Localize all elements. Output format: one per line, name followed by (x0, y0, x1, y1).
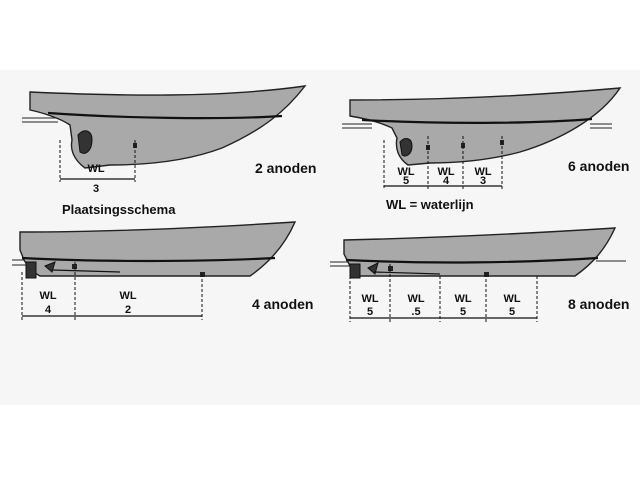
segment-fraction: 5 (366, 306, 374, 318)
waterline-label: WL (437, 166, 455, 178)
propeller (77, 130, 93, 154)
anode (461, 143, 465, 148)
waterline-label: WL (87, 163, 105, 175)
segment-fraction: 2 (124, 304, 132, 316)
waterline-label: WL (474, 166, 492, 178)
waterline-label: WL (119, 290, 137, 302)
segment-fraction: 4 (442, 175, 450, 187)
segment-fraction: 3 (479, 175, 487, 187)
hull (19, 221, 297, 277)
propeller (367, 262, 379, 275)
segment-fraction: 3 (92, 183, 100, 195)
boat-diagram-2-anodes (22, 85, 307, 182)
segment-fraction: 5 (459, 306, 467, 318)
segment-fraction: 4 (44, 304, 52, 316)
boot-stripe (361, 117, 593, 124)
waterline-label: WL (397, 166, 415, 178)
boat-diagram-6-anodes (342, 87, 622, 190)
waterline-label: WL (454, 293, 472, 305)
boot-stripe (47, 111, 283, 120)
waterline-label: WL (39, 290, 57, 302)
waterline-label: WL (407, 293, 425, 305)
segment-fraction: .5 (411, 306, 421, 318)
rudder (25, 261, 37, 279)
anode-count-label: 2 anoden (255, 160, 317, 176)
segment-fraction: 5 (402, 175, 410, 187)
anode-count-label: 6 anoden (568, 158, 630, 174)
prop-shaft (51, 269, 121, 273)
anode (388, 266, 393, 271)
boot-stripe (345, 256, 599, 264)
prop-shaft (373, 271, 441, 275)
anode-count-label: 4 anoden (252, 296, 314, 312)
boat-diagram-4-anodes (12, 221, 297, 320)
hull (29, 85, 307, 169)
boot-stripe (21, 256, 276, 263)
caption-waterline-legend: WL = waterlijn (386, 197, 474, 212)
hull (343, 227, 617, 277)
boat-diagram-8-anodes (330, 227, 626, 322)
segment-fraction: 5 (508, 306, 516, 318)
waterline-label: WL (361, 293, 379, 305)
hull (349, 87, 622, 166)
anode (72, 264, 77, 269)
waterline-label: WL (503, 293, 521, 305)
propeller (399, 138, 413, 157)
rudder (349, 263, 361, 279)
caption-placement-scheme: Plaatsingsschema (62, 202, 176, 217)
anode-count-label: 8 anoden (568, 296, 630, 312)
